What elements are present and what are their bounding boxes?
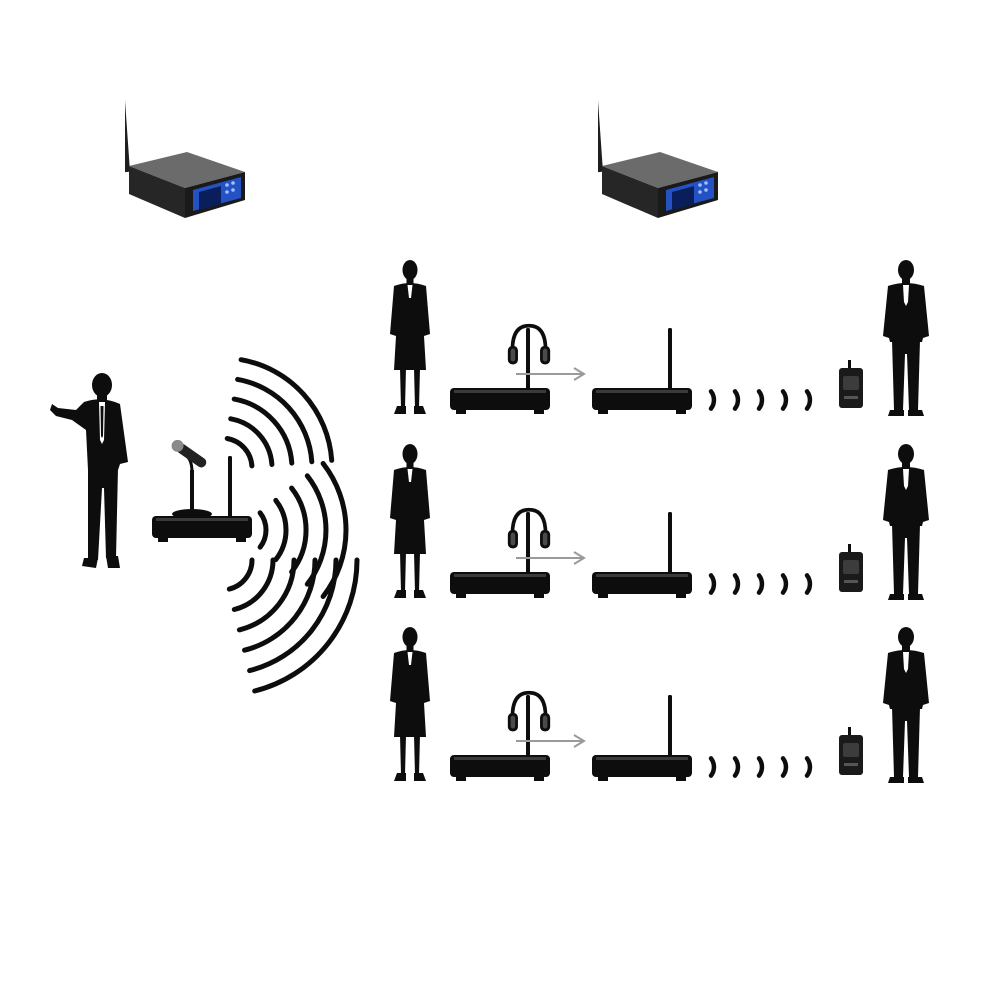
signal-arrow (516, 367, 586, 381)
desk-microphone-icon (167, 440, 214, 520)
interpretation-rows (390, 260, 929, 783)
relay-transmitter-icon (592, 695, 692, 781)
radio-wave-down-group (226, 557, 360, 694)
radio-wave-up (235, 376, 315, 465)
base-station-left (125, 80, 245, 219)
interpreter-console-icon (450, 512, 550, 598)
radio-wave-right (289, 485, 309, 575)
radio-wave-row (708, 573, 717, 595)
radio-wave-row (780, 573, 789, 595)
radio-wave-down (252, 557, 360, 694)
listener-silhouette (883, 627, 929, 783)
radio-wave-up (228, 416, 275, 467)
pocket-receiver-icon (839, 544, 863, 592)
radio-wave-right (273, 497, 289, 563)
radio-wave-row (756, 756, 765, 778)
radio-wave-up (238, 357, 335, 463)
interpreter-silhouette (390, 444, 430, 598)
interpreter-console-icon (450, 695, 550, 781)
signal-arrow (516, 551, 586, 565)
signal-arrow (516, 734, 586, 748)
relay-transmitter-icon (592, 328, 692, 414)
radio-wave-row-group (708, 573, 813, 595)
pocket-receiver-icon (839, 727, 863, 775)
radio-wave-row (804, 389, 813, 411)
interpreter-silhouette (390, 260, 430, 414)
radio-wave-row (780, 756, 789, 778)
interpretation-row (390, 444, 929, 600)
radio-wave-row-group (708, 389, 813, 411)
radio-waves (224, 357, 360, 694)
radio-wave-up (231, 396, 295, 466)
radio-wave-row (732, 389, 741, 411)
radio-wave-right (257, 510, 269, 550)
interpreter-console-icon (450, 328, 550, 414)
radio-wave-row (804, 756, 813, 778)
radio-wave-up-group (224, 357, 335, 469)
radio-wave-down (242, 557, 318, 653)
listener-silhouette (883, 444, 929, 600)
interpreter-silhouette (390, 627, 430, 781)
listener-silhouette (883, 260, 929, 416)
base-station-right (598, 80, 718, 219)
main-transmitter-icon (152, 456, 252, 542)
radio-wave-down (231, 557, 276, 612)
interpretation-row (390, 260, 929, 416)
radio-wave-row (732, 756, 741, 778)
radio-wave-row-group (708, 756, 813, 778)
radio-wave-row (732, 573, 741, 595)
relay-transmitter-icon (592, 512, 692, 598)
interpretation-row (390, 627, 929, 783)
radio-wave-row (804, 573, 813, 595)
radio-wave-row (756, 389, 765, 411)
speaker-silhouette (50, 373, 128, 568)
radio-wave-down (247, 557, 339, 674)
radio-wave-up (224, 436, 255, 469)
radio-wave-row (780, 389, 789, 411)
radio-wave-row (708, 756, 717, 778)
radio-wave-down (226, 557, 255, 592)
pocket-receiver-icon (839, 360, 863, 408)
radio-wave-row (756, 573, 765, 595)
radio-wave-down (236, 557, 297, 633)
radio-wave-row (708, 389, 717, 411)
